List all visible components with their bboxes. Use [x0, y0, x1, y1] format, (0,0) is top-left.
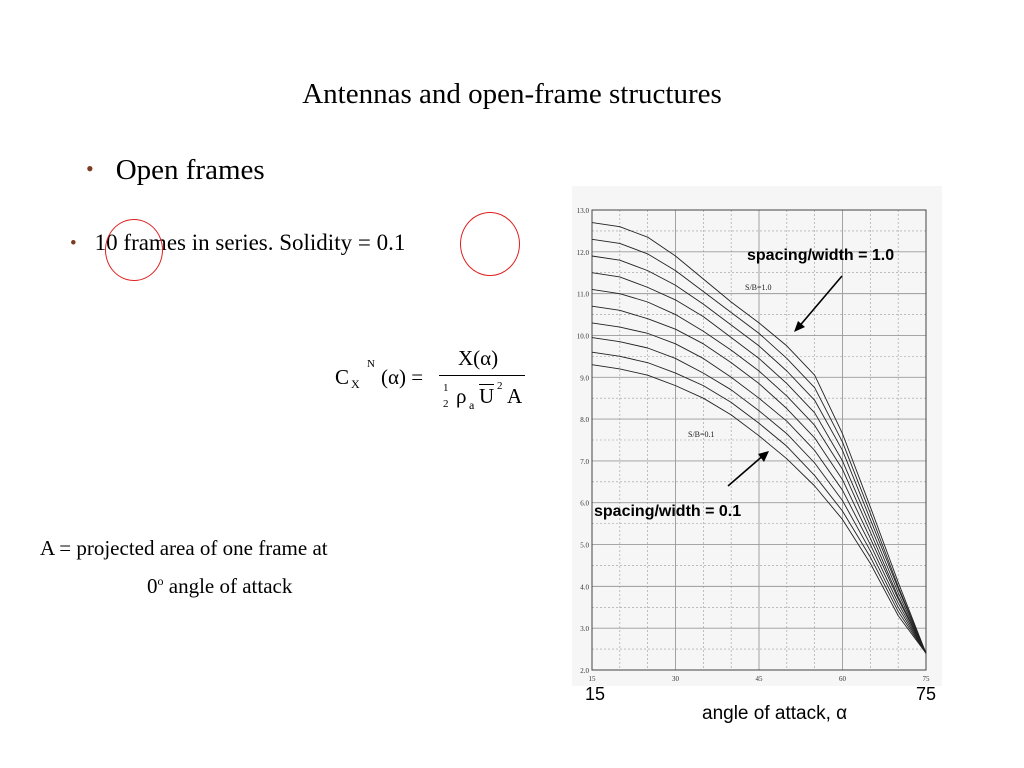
chart-svg: 2.0 3.0 4.0 5.0 6.0 7.0 8.0 9.0 10.0 11.0 12.0 13.0…: [572, 186, 942, 686]
area-note-zero: 0: [147, 574, 158, 598]
eq-half-denominator: 2: [443, 398, 449, 410]
chart-grid: [591, 209, 927, 671]
eq-lhs-arg: (α) =: [381, 365, 424, 389]
y-tick-label: 9.0: [580, 374, 589, 382]
x-end-label: 75: [916, 684, 937, 704]
series-line-10: [591, 364, 927, 654]
series-line-9: [591, 351, 927, 654]
chart-series: [591, 222, 927, 654]
area-note-line1: A = projected area of one frame at: [40, 536, 328, 560]
y-tick-label: 11.0: [577, 291, 589, 299]
bullet-icon: •: [86, 156, 94, 181]
chart-tick-labels: 2.0 3.0 4.0 5.0 6.0 7.0 8.0 9.0 10.0 11.0 12.0 13.0…: [577, 207, 930, 683]
series-line-4: [591, 272, 927, 654]
series-line-6: [591, 305, 927, 654]
x-tick-label: 60: [839, 675, 847, 683]
annotation-spacing-01: spacing/width = 0.1: [594, 503, 742, 520]
eq-u-sup: 2: [497, 380, 503, 392]
curve-label-sb-1: S/B=1.0: [745, 283, 772, 292]
arrow-top-head: [794, 321, 805, 332]
series-line-8: [591, 337, 927, 654]
x-axis-caption: angle of attack, α: [702, 703, 848, 724]
x-tick-label: 30: [672, 675, 680, 683]
y-tick-label: 10.0: [577, 332, 590, 340]
x-tick-label: 75: [923, 675, 931, 683]
bullet-open-frames-text: Open frames: [115, 154, 265, 186]
eq-fraction-bar: [439, 375, 525, 376]
y-tick-label: 8.0: [580, 416, 589, 424]
x-tick-label: 15: [589, 675, 597, 683]
drag-coefficient-equation: C X N (α) = X(α) 1 2 ρ a U 2 A: [335, 344, 535, 414]
arrow-top-shaft: [796, 275, 843, 330]
series-line-2: [591, 238, 927, 654]
x-start-label: 15: [585, 684, 606, 704]
curve-label-sb-01: S/B=0.1: [688, 430, 715, 439]
plot-frame: [591, 209, 927, 671]
eq-numerator: X(α): [458, 346, 499, 370]
eq-half-numerator: 1: [443, 382, 449, 394]
y-tick-label: 12.0: [577, 249, 590, 257]
slide-title: Antennas and open-frame structures: [302, 78, 722, 110]
series-line-3: [591, 255, 927, 654]
area-note-line2: 0o angle of attack: [40, 565, 500, 603]
y-tick-label: 6.0: [580, 500, 589, 508]
area-note-rest: angle of attack: [163, 574, 293, 598]
eq-rho: ρ: [456, 384, 467, 408]
eq-lhs-main: C: [335, 365, 350, 389]
y-tick-label: 13.0: [577, 207, 590, 215]
eq-lhs-sub: X: [351, 377, 360, 391]
y-tick-label: 3.0: [580, 625, 589, 633]
y-tick-label: 4.0: [580, 583, 589, 591]
x-tick-label: 45: [756, 675, 764, 683]
arrow-bottom-shaft: [727, 453, 766, 487]
series-line-7: [591, 322, 927, 654]
annotation-spacing-1: spacing/width = 1.0: [747, 247, 895, 264]
bullet-icon: •: [70, 233, 77, 254]
arrow-bottom-head: [758, 451, 769, 462]
series-line-1: [591, 222, 927, 654]
series-line-5: [591, 289, 927, 654]
eq-u-bar: U: [479, 384, 495, 408]
y-tick-label: 2.0: [580, 667, 589, 675]
eq-lhs-sup: N: [367, 358, 375, 370]
highlight-circle-frames: [105, 219, 163, 281]
eq-area: A: [507, 384, 523, 408]
eq-rho-sub: a: [469, 398, 475, 412]
highlight-circle-solidity: [460, 212, 520, 276]
chart-background: [572, 186, 942, 686]
area-definition-note: A = projected area of one frame at 0o an…: [40, 532, 500, 603]
drag-coefficient-chart: 2.0 3.0 4.0 5.0 6.0 7.0 8.0 9.0 10.0 11.0 12.0 13.0…: [572, 186, 942, 686]
bullet-open-frames: • Open frames: [86, 154, 265, 187]
y-tick-label: 5.0: [580, 542, 589, 550]
y-tick-label: 7.0: [580, 458, 589, 466]
area-note-degree: o: [157, 574, 164, 588]
